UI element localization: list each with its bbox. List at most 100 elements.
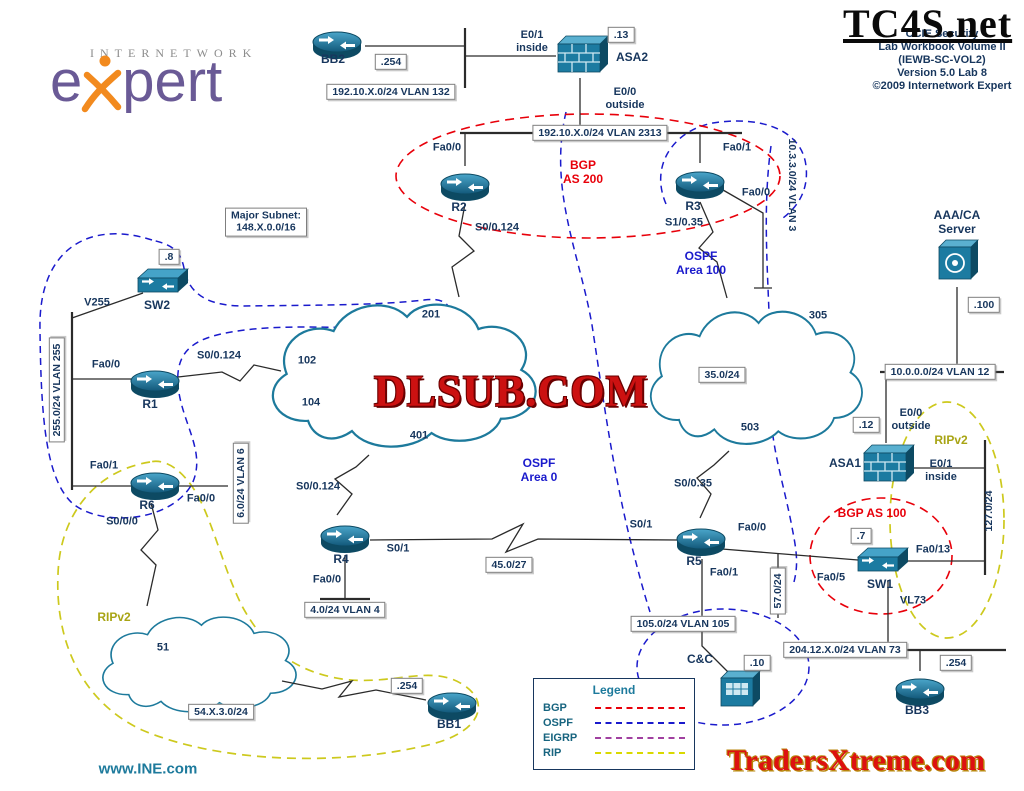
interface-label-r3-fa00: Fa0/0: [741, 186, 771, 199]
rip-region-bottom-left: [56, 460, 480, 760]
watermark-tc4s: TC4S.net: [843, 1, 1013, 46]
aaa-line1: AAA/CA: [933, 207, 981, 222]
dlci-label-51: 51: [156, 641, 170, 654]
legend-label-bgp: BGP: [543, 702, 567, 714]
segment-label-vlan2313: 192.10.X.0/24 VLAN 2313: [532, 124, 668, 142]
segment-label-vlan132: 192.10.X.0/24 VLAN 132: [326, 83, 456, 101]
ine-logo-letters-pert: pert: [122, 49, 223, 114]
device-label-asa1: ASA1: [828, 455, 862, 470]
interface-label-r5-s0035: S0/0.35: [674, 477, 712, 490]
ospf0-line1: OSPF: [522, 455, 556, 470]
segment-label-sub45: 45.0/27: [485, 556, 533, 574]
legend-row-ospf: OSPF: [543, 717, 685, 729]
area-label-ripv2-left: RIPv2: [97, 609, 131, 624]
segment-label-vlan6: 6.0/24 VLAN 6: [232, 442, 250, 524]
rip-region-right: [889, 401, 1005, 639]
segment-label-vlan12: 10.0.0.0/24 VLAN 12: [884, 363, 996, 381]
area-label-bgp-as100: BGP AS 100: [837, 505, 907, 520]
router-icon-r6: [130, 472, 180, 501]
device-label-sw1: SW1: [866, 576, 894, 591]
area-label-ospf-100: OSPF Area 100: [676, 249, 726, 277]
asa1-e01: E0/1: [929, 458, 953, 471]
segment-label-vlan105: 105.0/24 VLAN 105: [630, 615, 736, 633]
interface-label-r4-s00124: S0/0.124: [295, 480, 341, 493]
segment-label-vlan3: 10.3.3.0/24 VLAN 3: [786, 138, 799, 232]
watermark-dlsub: DLSUB.COM: [373, 366, 649, 416]
interface-label-r5-s01: S0/1: [629, 518, 653, 531]
legend-row-eigrp: EIGRP: [543, 732, 685, 744]
legend-label-eigrp: EIGRP: [543, 732, 578, 744]
title-line-5: ©2009 Internetwork Expert: [872, 80, 1012, 92]
asa2-outside: outside: [605, 99, 645, 111]
host-icon-cc: [720, 670, 761, 707]
link-r2-framerelay: [451, 203, 475, 298]
asa2-inside: inside: [516, 42, 548, 54]
ine-url: www.INE.com: [98, 760, 198, 778]
interface-label-sw2-v255: V255: [84, 296, 110, 309]
segment-label-sub127: 127.0/24: [982, 490, 995, 532]
ine-logo-word: e pert: [50, 53, 257, 113]
ospf100-line2: Area 100: [675, 263, 727, 277]
interface-label-r2-fa00: Fa0/0: [432, 141, 462, 154]
interface-label-asa2-outside: E0/0 outside: [605, 86, 644, 112]
device-label-bb3: BB3: [904, 702, 930, 717]
legend-row-rip: RIP: [543, 747, 685, 759]
dlci-label-305: 305: [808, 309, 828, 322]
legend: Legend BGP OSPF EIGRP RIP: [533, 678, 695, 770]
bgp200-line2: AS 200: [562, 172, 604, 186]
ip-label-sw2: .8: [158, 248, 180, 266]
link-r1-framerelay: [177, 364, 282, 382]
ospf100-line1: OSPF: [684, 248, 718, 263]
interface-label-asa1-inside: E0/1 inside: [925, 458, 957, 484]
segment-label-vlan73: 204.12.X.0/24 VLAN 73: [783, 641, 907, 659]
title-line-1: CCIE Security: [905, 28, 979, 40]
segment-label-sub35: 35.0/24: [698, 366, 746, 384]
link-r5-sw1: [721, 548, 859, 561]
lab-title-block: CCIE Security Lab Workbook Volume II (IE…: [862, 28, 1022, 93]
firewall-icon-asa2: [557, 35, 609, 73]
ip-label-aaa: .100: [967, 296, 1001, 314]
link-r5-framerelay: [696, 450, 730, 519]
interface-label-asa1-outside: E0/0 outside: [891, 407, 930, 433]
interface-label-r5-fa00: Fa0/0: [737, 521, 767, 534]
router-icon-r3: [675, 171, 725, 200]
ospf-region-outlines: [39, 111, 810, 726]
rip-region-outlines: [56, 401, 1005, 760]
segment-label-vlan4: 4.0/24 VLAN 4: [304, 601, 386, 619]
interface-label-r4-fa00: Fa0/0: [312, 573, 342, 586]
link-r6-framerelay: [140, 502, 159, 607]
switch-icon-sw1: [857, 547, 909, 572]
bgp200-line1: BGP: [569, 157, 596, 172]
device-label-r6: R6: [139, 497, 155, 512]
legend-dash-ospf: [595, 722, 685, 724]
segment-label-vlan255: 255.0/24 VLAN 255: [48, 337, 66, 443]
bgp-as200-outline: [395, 113, 781, 239]
ip-label-cc: .10: [743, 654, 771, 672]
ine-logo-letter-e: e: [50, 49, 83, 114]
legend-dash-eigrp: [595, 737, 685, 739]
aaa-line2: Server: [938, 222, 976, 236]
link-bb1-framerelay: [281, 679, 427, 701]
legend-title: Legend: [592, 683, 636, 697]
interface-label-r3-s1035: S1/0.35: [665, 216, 703, 229]
server-icon-aaa: [938, 239, 979, 280]
area-label-bgp-as200: BGP AS 200: [563, 158, 603, 186]
router-icon-r5: [676, 528, 726, 557]
legend-dash-bgp: [595, 707, 685, 709]
router-icon-r1: [130, 370, 180, 399]
segment-label-sub54: 54.X.3.0/24: [188, 703, 254, 721]
asa1-inside: inside: [925, 471, 957, 483]
note-major-subnet: Major Subnet: 148.X.0.0/16: [225, 207, 307, 237]
device-label-cc: C&C: [687, 651, 713, 666]
interface-label-r3-fa01: Fa0/1: [722, 141, 752, 154]
firewall-icon-asa1: [863, 444, 915, 482]
device-label-r2: R2: [451, 199, 467, 214]
device-label-r1: R1: [142, 396, 158, 411]
interface-label-r1-s00124: S0/0.124: [196, 349, 242, 362]
device-label-bb1: BB1: [436, 716, 462, 731]
ine-logo-wordmark: INTERNETWORK: [90, 46, 258, 60]
ip-label-sw1: .7: [850, 527, 872, 545]
ospf-region-r3-loop: [660, 120, 808, 219]
ospf-region-cc-loop: [636, 608, 810, 726]
